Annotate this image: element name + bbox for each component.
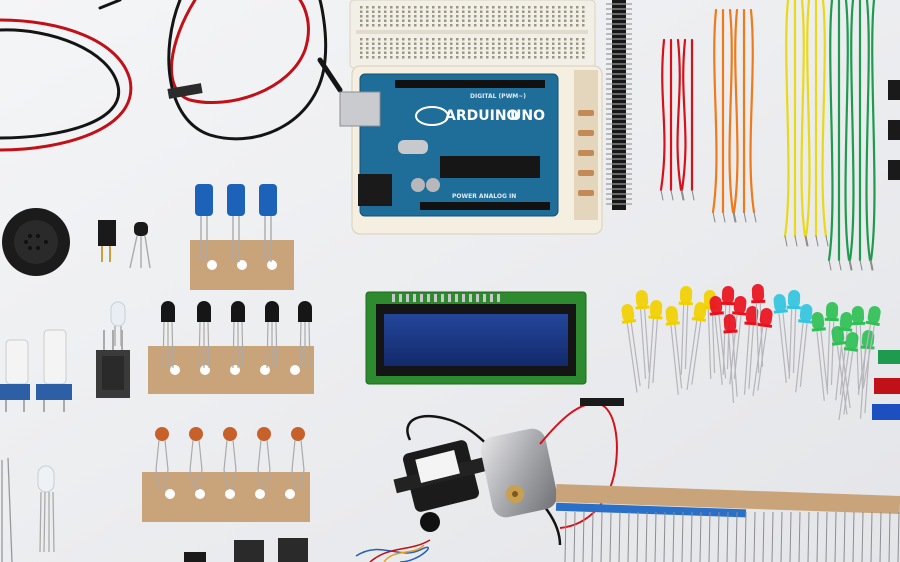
bottom-regulator xyxy=(234,540,264,562)
led xyxy=(709,296,727,385)
lcd-module xyxy=(365,291,587,385)
led xyxy=(665,306,683,395)
transistor-strip xyxy=(148,301,314,394)
analog-label: POWER ANALOG IN xyxy=(452,193,516,200)
arduino-uno-board: ARDUINO UNO DIGITAL (PWM~) POWER ANALOG … xyxy=(339,73,559,217)
led xyxy=(743,306,759,395)
led xyxy=(857,306,881,394)
buzzer xyxy=(2,208,70,276)
voltage-regulator xyxy=(96,330,130,398)
orange-jumper-bundle xyxy=(711,8,757,223)
digital-header xyxy=(395,80,545,88)
resistor-tape xyxy=(555,484,900,562)
led xyxy=(795,304,813,393)
green-jumper-bundle xyxy=(827,0,876,271)
lcd-screen xyxy=(384,314,568,366)
servo-motor xyxy=(393,414,562,546)
red-black-wire-left xyxy=(0,0,133,152)
arduino-logo-text: ARDUINO xyxy=(445,108,519,124)
led xyxy=(811,312,829,401)
tangled-wires xyxy=(355,539,431,562)
ceramic-capacitor-strip xyxy=(142,427,310,522)
usb-port xyxy=(339,91,381,127)
pin-header-strip xyxy=(606,0,632,210)
led xyxy=(678,286,693,375)
digital-label: DIGITAL (PWM~) xyxy=(470,93,526,100)
led-collection xyxy=(621,284,881,421)
ceramic-capacitor xyxy=(155,427,169,441)
atmega-chip xyxy=(440,156,540,178)
red-tab xyxy=(874,378,900,394)
ceramic-capacitor xyxy=(257,427,271,441)
arduino-model-text: UNO xyxy=(510,108,545,124)
transistor xyxy=(231,301,245,322)
electrolytic-capacitor xyxy=(259,184,277,216)
led xyxy=(786,290,801,379)
servo-label xyxy=(415,450,460,484)
led xyxy=(773,294,791,383)
red-black-wire-probe xyxy=(167,0,343,141)
ceramic-capacitor xyxy=(189,427,203,441)
potentiometer-left xyxy=(0,339,30,412)
breadboard xyxy=(349,0,596,69)
transistor xyxy=(265,301,279,322)
transistor xyxy=(197,301,211,322)
led xyxy=(621,304,641,393)
power-jack xyxy=(358,174,392,206)
analog-header xyxy=(420,202,550,210)
led xyxy=(635,290,650,379)
transistor xyxy=(298,301,312,322)
bottom-part-left xyxy=(184,552,206,562)
ceramic-capacitor xyxy=(291,427,305,441)
rgb-led xyxy=(37,465,55,553)
led xyxy=(838,332,859,421)
red-jumper-bundle xyxy=(659,38,695,201)
electrolytic-capacitor xyxy=(227,184,245,216)
transistor xyxy=(161,301,175,322)
push-buttons-edge xyxy=(888,80,900,180)
capacitor-strip xyxy=(190,184,294,290)
potentiometer-right xyxy=(36,329,72,412)
motor-lead-pin xyxy=(580,398,624,406)
probe-tip xyxy=(167,83,203,99)
clear-led xyxy=(110,301,126,346)
arduino-infinity-logo xyxy=(415,106,449,126)
green-tab xyxy=(878,350,900,364)
jumper-wire-bundles xyxy=(659,0,876,271)
crystal xyxy=(398,140,428,154)
bottom-regulator-2 xyxy=(278,538,308,562)
sensor-small xyxy=(98,220,151,269)
led xyxy=(752,308,773,397)
blue-tab xyxy=(872,404,900,420)
led xyxy=(723,314,738,403)
electrolytic-capacitor xyxy=(195,184,213,216)
led xyxy=(647,300,663,389)
yellow-jumper-bundle xyxy=(783,0,829,247)
ceramic-capacitor xyxy=(223,427,237,441)
